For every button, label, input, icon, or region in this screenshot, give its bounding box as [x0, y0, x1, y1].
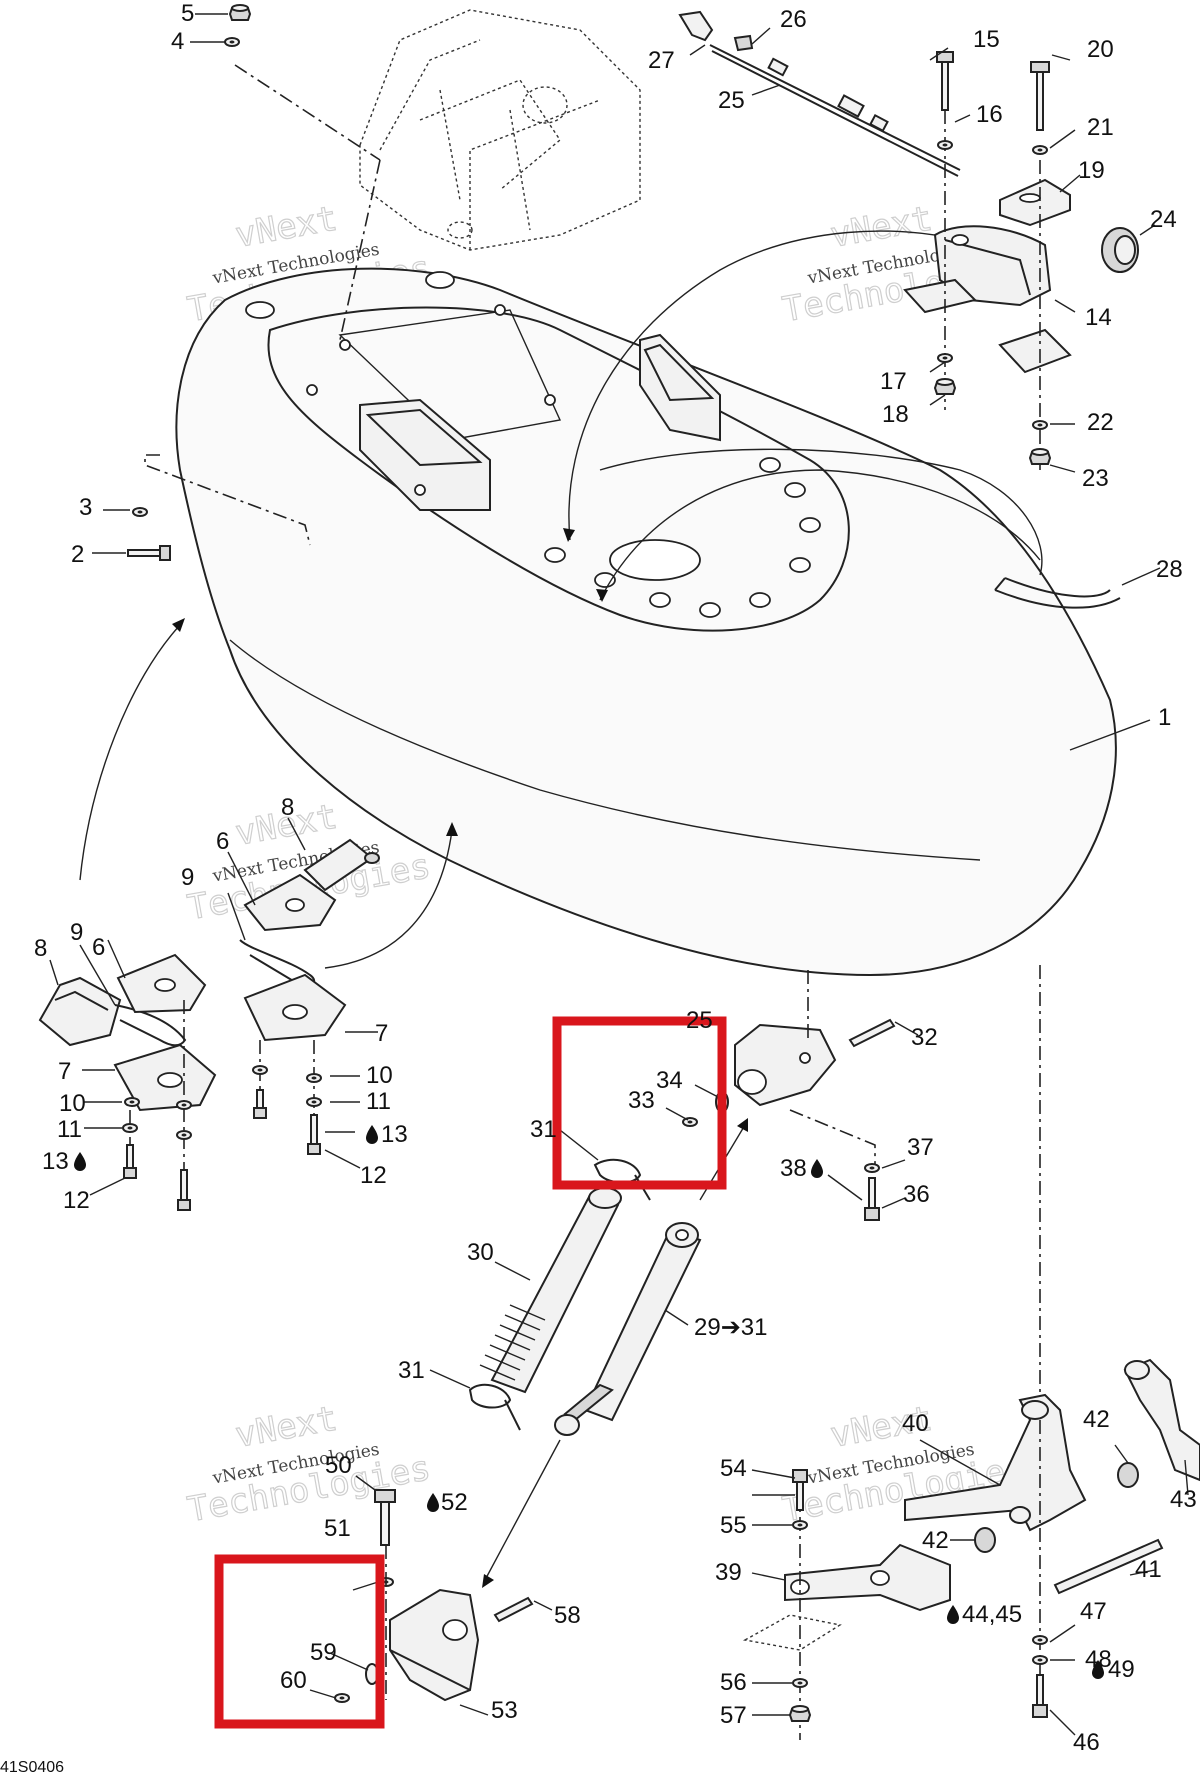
callout-25-mid: 25	[686, 1007, 713, 1034]
callout-7-left: 7	[58, 1058, 71, 1085]
watermark-line1: vNext	[232, 1399, 340, 1456]
callout-34: 34	[656, 1067, 683, 1094]
callout-60: 60	[280, 1667, 307, 1694]
drop-icon	[74, 1152, 86, 1171]
callout-9-lower: 9	[70, 919, 83, 946]
callout-13-right: 13	[381, 1121, 408, 1148]
callout-26: 26	[780, 6, 807, 33]
callout-15: 15	[973, 26, 1000, 53]
callout-6-lower: 6	[92, 934, 105, 961]
highlight-box-lower	[214, 1554, 385, 1729]
top-left-fasteners	[92, 4, 251, 561]
callout-49: 49	[1108, 1656, 1135, 1683]
callout-1: 1	[1158, 704, 1171, 731]
callout-53: 53	[491, 1697, 518, 1724]
bottom-bracket-group	[309, 1475, 553, 1716]
callout-39: 39	[715, 1559, 742, 1586]
callout-14: 14	[1085, 304, 1112, 331]
callout-11-left: 11	[57, 1116, 82, 1143]
callout-47: 47	[1080, 1598, 1107, 1625]
callout-31-lower: 31	[398, 1357, 425, 1384]
callout-4: 4	[171, 28, 184, 55]
figure-code: 41S0406	[0, 1759, 64, 1776]
callout-48: 48	[1085, 1646, 1112, 1673]
callout-29: 29➔31	[694, 1314, 768, 1341]
callout-54: 54	[720, 1455, 747, 1482]
steering-bracket-group	[678, 10, 1156, 473]
callout-9-upper: 9	[181, 864, 194, 891]
callout-12-left: 12	[63, 1187, 90, 1214]
callout-6-upper: 6	[216, 828, 229, 855]
callout-24: 24	[1150, 206, 1177, 233]
callout-30: 30	[467, 1239, 494, 1266]
callout-11-right: 11	[366, 1088, 391, 1115]
callout-16: 16	[976, 101, 1003, 128]
callout-56: 56	[720, 1669, 747, 1696]
callout-21: 21	[1087, 114, 1114, 141]
callout-19: 19	[1078, 157, 1105, 184]
callout-40: 40	[902, 1410, 929, 1437]
callout-52: 52	[441, 1489, 468, 1516]
engine-block-outline	[359, 9, 641, 251]
callout-10-left: 10	[59, 1090, 86, 1117]
shock-absorber-group	[429, 965, 1041, 1588]
callout-31-upper: 31	[530, 1116, 557, 1143]
callout-36: 36	[903, 1181, 930, 1208]
callout-labels: 1 2 3 4 5 6 6 7 7 8 8 9 9 10 10 11 11 12…	[34, 0, 1197, 1756]
callout-55: 55	[720, 1512, 747, 1539]
callout-8-upper: 8	[281, 794, 294, 821]
callout-38: 38	[780, 1155, 807, 1182]
callout-5: 5	[181, 0, 194, 27]
drop-icon	[947, 1605, 959, 1624]
drop-icon	[366, 1125, 378, 1144]
watermark-line1: vNext	[232, 199, 340, 256]
callout-58: 58	[554, 1602, 581, 1629]
hull-body-part-1	[175, 230, 1151, 977]
callout-7-right: 7	[375, 1020, 388, 1047]
callout-22: 22	[1087, 409, 1114, 436]
callout-42-right: 42	[1083, 1406, 1110, 1433]
callout-20: 20	[1087, 36, 1114, 63]
watermark-line1: vNext	[827, 199, 935, 256]
callout-2: 2	[71, 541, 84, 568]
part-28-strip	[994, 577, 1121, 609]
callout-33: 33	[628, 1087, 655, 1114]
footrest-left-group	[38, 618, 458, 1211]
callout-13-left: 13	[42, 1148, 69, 1175]
callout-23: 23	[1082, 465, 1109, 492]
callout-46: 46	[1073, 1729, 1100, 1756]
callout-3: 3	[79, 494, 92, 521]
callout-18: 18	[882, 401, 909, 428]
callout-27: 27	[648, 47, 675, 74]
callout-42-left: 42	[922, 1527, 949, 1554]
callout-32: 32	[911, 1024, 938, 1051]
callout-57: 57	[720, 1702, 747, 1729]
callout-37: 37	[907, 1134, 934, 1161]
callout-44-45: 44,45	[962, 1601, 1022, 1628]
callout-51: 51	[324, 1515, 351, 1542]
callout-12-right: 12	[360, 1162, 387, 1189]
callout-41: 41	[1135, 1556, 1162, 1583]
callout-50: 50	[325, 1452, 352, 1479]
callout-10-right: 10	[366, 1062, 393, 1089]
highlight-box-upper	[552, 1016, 727, 1190]
callout-17: 17	[880, 368, 907, 395]
callout-25-top: 25	[718, 87, 745, 114]
callout-8-lower: 8	[34, 935, 47, 962]
callout-43: 43	[1170, 1486, 1197, 1513]
suspension-linkage-group	[742, 1358, 1200, 1740]
callout-59: 59	[310, 1639, 337, 1666]
callout-28: 28	[1156, 556, 1183, 583]
